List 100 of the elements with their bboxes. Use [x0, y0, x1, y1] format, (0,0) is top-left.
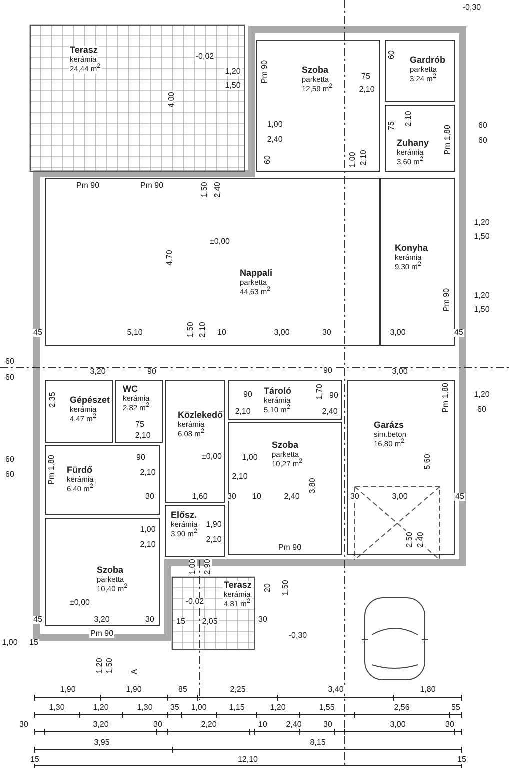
dimension-label: 1,60: [191, 493, 209, 501]
dimension-label: 2,40: [321, 408, 339, 416]
dimension-label: 30: [144, 616, 156, 624]
dimension-label: 3,40: [327, 686, 345, 694]
dimension-label: 2,40: [283, 493, 301, 501]
dimension-label: 10: [258, 721, 268, 729]
level-label: ±0,00: [69, 599, 91, 607]
dimension-label: 75: [134, 421, 146, 429]
dimension-label: 20: [264, 582, 272, 594]
dimension-label: 75: [388, 120, 396, 132]
dimension-label: 15: [30, 756, 40, 764]
window-label: Pm 90: [139, 182, 165, 190]
level-label: -0,30: [288, 632, 308, 640]
dimension-label: 90: [146, 368, 158, 376]
dimension-label: 1,00: [139, 526, 157, 534]
dimension-label: 1,50: [224, 82, 242, 90]
room-name: Zuhany: [396, 139, 430, 149]
dimension-label: 1,55: [318, 704, 336, 712]
dimension-label: 90: [136, 454, 146, 462]
dimension-label: 2,10: [231, 473, 249, 481]
dimension-label: 1,00: [1, 639, 19, 647]
dimension-label: 1,15: [228, 704, 246, 712]
dimension-label: 1,00: [190, 704, 208, 712]
dimension-label: 3,00: [389, 721, 407, 729]
room-name: Konyha: [394, 244, 430, 254]
room-name: Garázs: [373, 421, 406, 431]
dimension-label: 2,90: [204, 558, 212, 576]
room-name: Nappali: [239, 269, 274, 279]
dimension-label: 1,50: [201, 181, 209, 199]
dimension-label: 1,20: [269, 704, 287, 712]
room-name: Szoba: [271, 441, 300, 451]
room-name: Terasz: [223, 581, 253, 591]
dimension-label: 1,50: [473, 306, 491, 314]
dimension-label: 1,80: [419, 686, 437, 694]
dimension-label: 3,00: [391, 493, 409, 501]
dimension-label: 15: [176, 618, 186, 626]
dimension-label: 1,20: [473, 292, 491, 300]
dimension-label: 10: [216, 329, 228, 337]
dimension-label: 60: [476, 406, 488, 414]
room-name: Fürdő: [66, 466, 94, 476]
section-label: A: [131, 668, 139, 676]
dimension-label: 1,70: [316, 383, 324, 401]
room-name: Gépészet: [69, 396, 112, 406]
dimension-label: 2,05: [201, 618, 219, 626]
dimension-label: 1,30: [136, 704, 154, 712]
dimension-label: 30: [144, 493, 156, 501]
dimension-label: 30: [258, 616, 268, 624]
dimension-label: 45: [32, 616, 44, 624]
dimension-label: 2,10: [360, 149, 368, 167]
dimension-label: 2,10: [139, 541, 157, 549]
dimension-label: 60: [4, 471, 16, 479]
level-label: -0,02: [184, 598, 206, 606]
dimension-label: 2,10: [405, 110, 413, 128]
dimension-label: 60: [4, 374, 16, 382]
dimension-label: 2,10: [134, 432, 152, 440]
dimension-label: 35: [170, 704, 180, 712]
level-label: -0,30: [462, 4, 482, 12]
room-name: Tároló: [263, 387, 293, 397]
dimension-label: 60: [264, 154, 272, 166]
room-name: Szoba: [301, 66, 330, 76]
dimension-label: 1,00: [349, 151, 357, 169]
dimension-label: 3,20: [93, 616, 111, 624]
dimension-label: 1,20: [473, 219, 491, 227]
level-label: ±0,00: [209, 238, 231, 246]
room-name: Elősz.: [170, 511, 198, 521]
dimension-label: 3,00: [389, 329, 407, 337]
dimension-label: 55: [450, 704, 462, 712]
dimension-label: 1,30: [48, 704, 66, 712]
dimension-label: 60: [478, 122, 488, 130]
dimension-label: 2,25: [229, 686, 247, 694]
dimension-label: 8,15: [309, 739, 327, 747]
dimension-label: 90: [242, 391, 254, 399]
dimension-label: 10: [252, 493, 262, 501]
dimension-label: 15: [456, 756, 468, 764]
dimension-label: 4,00: [168, 91, 176, 109]
window-label: Pm 1,80: [442, 382, 450, 414]
dimension-label: 3,95: [93, 739, 111, 747]
dimension-label: 1,90: [125, 686, 143, 694]
dimension-label: 15: [28, 639, 40, 647]
level-label: -0,02: [194, 53, 216, 61]
dimension-label: 30: [350, 493, 360, 501]
dimension-label: 2,10: [139, 469, 157, 477]
dimension-label: 30: [18, 721, 30, 729]
dimension-label: 3,80: [309, 477, 317, 495]
level-label: ±0,00: [201, 453, 223, 461]
dimension-label: 60: [478, 137, 488, 145]
dimension-label: 2,40: [285, 721, 303, 729]
dimension-label: 30: [226, 493, 238, 501]
dimension-label: 45: [32, 329, 44, 337]
dimension-label: 2,10: [205, 536, 223, 544]
dimension-label: 1,20: [473, 391, 491, 399]
dimension-label: 1,20: [92, 704, 110, 712]
room-name: Közlekedő: [177, 411, 224, 421]
dimension-label: 3,00: [273, 329, 291, 337]
room-name: Gardrób: [409, 56, 447, 66]
window-label: Pm 1,80: [48, 454, 56, 486]
dimension-label: 1,00: [189, 558, 197, 576]
dimension-label: 1,00: [266, 121, 284, 129]
dimension-label: 1,50: [187, 321, 195, 339]
dimension-label: 30: [322, 329, 332, 337]
